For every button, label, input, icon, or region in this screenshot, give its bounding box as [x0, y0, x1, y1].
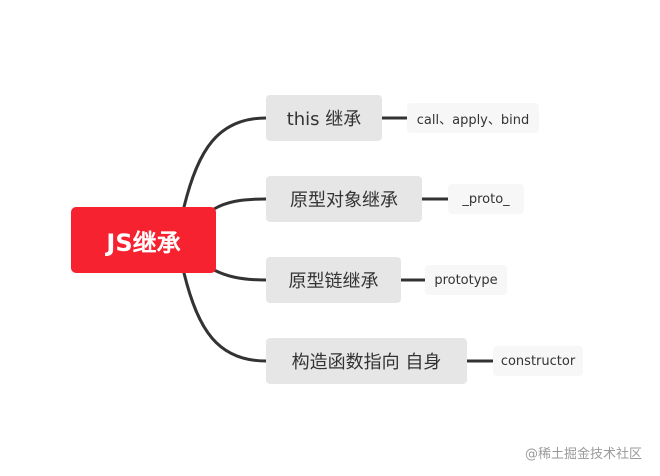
connector-root-branch-4	[182, 271, 268, 363]
connector-root-branch-3	[212, 268, 268, 282]
root-node[interactable]: JS继承	[71, 207, 216, 273]
leaf-node-label: _proto_	[462, 191, 510, 207]
branch-node-label: 构造函数指向 自身	[291, 352, 442, 373]
branch-node-label: 原型对象继承	[290, 190, 398, 211]
branch-node-prototype-object[interactable]: 原型对象继承	[266, 176, 422, 222]
branch-node-prototype-chain[interactable]: 原型链继承	[266, 257, 401, 303]
watermark: @稀土掘金技术社区	[524, 447, 642, 462]
branch-node-label: this 继承	[286, 109, 362, 130]
leaf-node-constructor[interactable]: constructor	[493, 346, 583, 376]
branch-node-this[interactable]: this 继承	[266, 95, 382, 141]
leaf-node-call-apply-bind[interactable]: call、apply、bind	[407, 103, 539, 133]
leaf-node-label: prototype	[434, 272, 498, 288]
root-node-label: JS继承	[106, 228, 181, 257]
leaf-node-proto[interactable]: _proto_	[448, 184, 524, 214]
branch-node-constructor[interactable]: 构造函数指向 自身	[266, 338, 467, 384]
leaf-node-label: call、apply、bind	[416, 112, 530, 128]
leaf-node-prototype[interactable]: prototype	[425, 265, 507, 295]
branch-node-label: 原型链继承	[288, 271, 379, 292]
leaf-node-label: constructor	[500, 353, 576, 369]
connector-root-branch-1	[182, 116, 268, 209]
connector-root-branch-2	[212, 197, 268, 211]
